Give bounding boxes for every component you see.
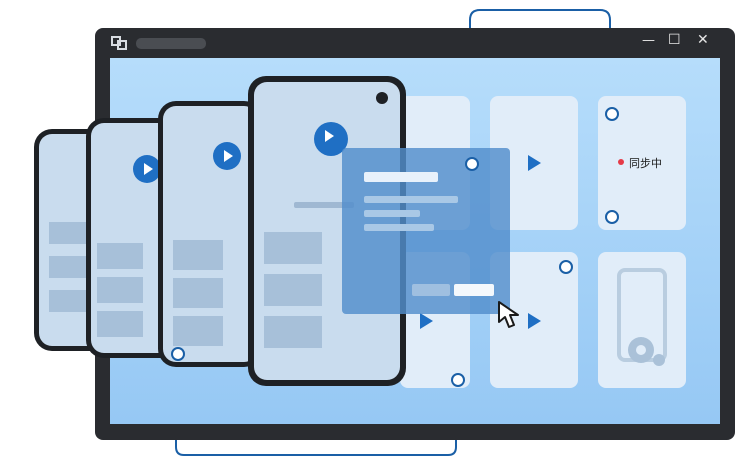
play-icon[interactable] — [528, 155, 541, 171]
phone-settings-icon — [617, 268, 667, 366]
maximize-icon[interactable]: ☐ — [668, 32, 681, 48]
floating-dialog — [342, 148, 510, 314]
phone-frame-2 — [158, 101, 262, 367]
camera-dot-icon — [376, 92, 388, 104]
dialog-primary-button[interactable] — [454, 284, 494, 296]
cursor-arrow-icon — [498, 301, 519, 328]
connector-node — [605, 210, 619, 224]
window-title-placeholder — [136, 38, 206, 49]
connector-node — [605, 107, 619, 121]
close-icon[interactable]: ✕ — [697, 32, 709, 48]
dialog-secondary-button[interactable] — [412, 284, 450, 296]
connector-node — [451, 373, 465, 387]
tile-device-settings[interactable] — [598, 252, 686, 388]
app-logo-icon — [111, 36, 127, 50]
sync-status-text: 同步中 — [629, 157, 662, 170]
connector-node — [171, 347, 185, 361]
play-icon[interactable] — [213, 142, 241, 170]
play-icon[interactable] — [420, 313, 433, 329]
status-dot-icon — [618, 159, 624, 165]
connector-node — [465, 157, 479, 171]
connector-node — [559, 260, 573, 274]
minimize-icon[interactable]: — — [642, 33, 655, 48]
play-icon[interactable] — [133, 155, 161, 183]
play-icon[interactable] — [528, 313, 541, 329]
